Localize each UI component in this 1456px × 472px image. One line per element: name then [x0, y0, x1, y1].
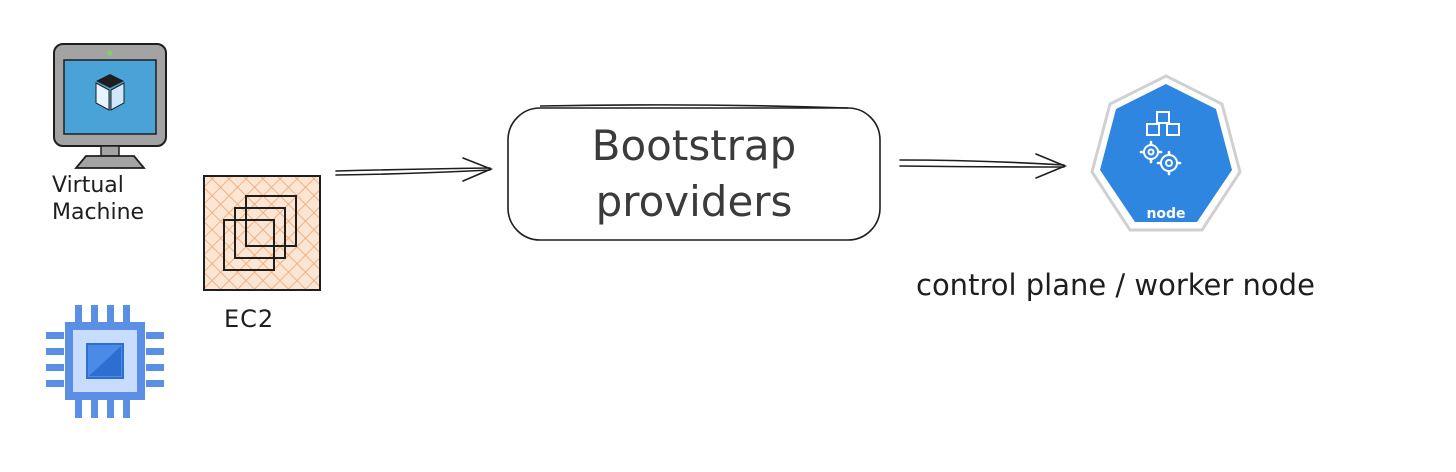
bootstrap-providers-label: Bootstrap providers [508, 108, 880, 240]
cpu-chip-icon [46, 305, 164, 418]
node-caption: control plane / worker node [916, 268, 1315, 302]
arrow-to-bootstrap [335, 157, 494, 182]
bootstrap-line2: providers [595, 177, 793, 226]
virtual-machine-label: Virtual Machine [52, 172, 176, 226]
kubernetes-node-icon: node [1090, 74, 1242, 232]
virtual-machine-label-line2: Machine [52, 200, 145, 225]
virtual-machine-monitor-icon [53, 43, 167, 169]
ec2-instance-icon [203, 175, 321, 291]
bootstrap-line1: Bootstrap [591, 121, 797, 170]
bootstrap-providers-box [507, 104, 881, 241]
ec2-label: EC2 [224, 305, 275, 333]
node-badge-text: node [1146, 206, 1185, 222]
virtual-machine-label-line1: Virtual [52, 173, 124, 198]
arrow-to-node [899, 153, 1068, 179]
